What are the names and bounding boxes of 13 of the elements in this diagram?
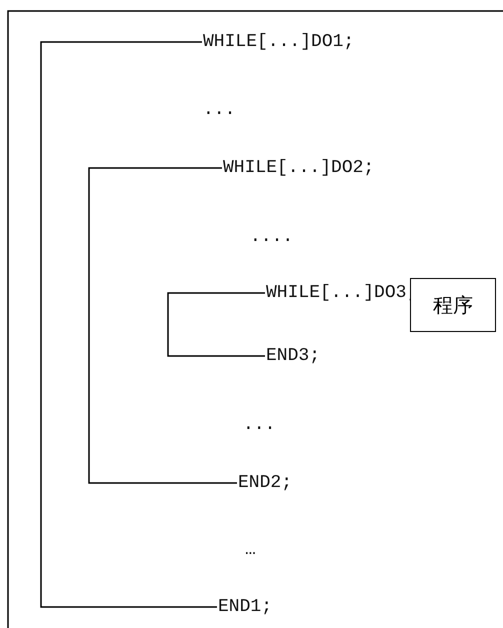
code-line: WHILE[...]DO1; (203, 31, 354, 53)
ellipsis-text: ... (203, 99, 236, 121)
bracket-line (40, 41, 217, 608)
ellipsis-text: .... (250, 226, 294, 248)
code-line: WHILE[...]DO2; (223, 157, 374, 179)
code-line: END1; (218, 596, 272, 618)
bracket-line (88, 167, 237, 484)
code-line: END2; (238, 472, 292, 494)
ellipsis-text: ... (243, 414, 276, 436)
bracket-line (167, 292, 265, 357)
program-box: 程序 (410, 278, 496, 332)
ellipsis-text: … (245, 539, 256, 561)
code-line: END3; (266, 345, 320, 367)
